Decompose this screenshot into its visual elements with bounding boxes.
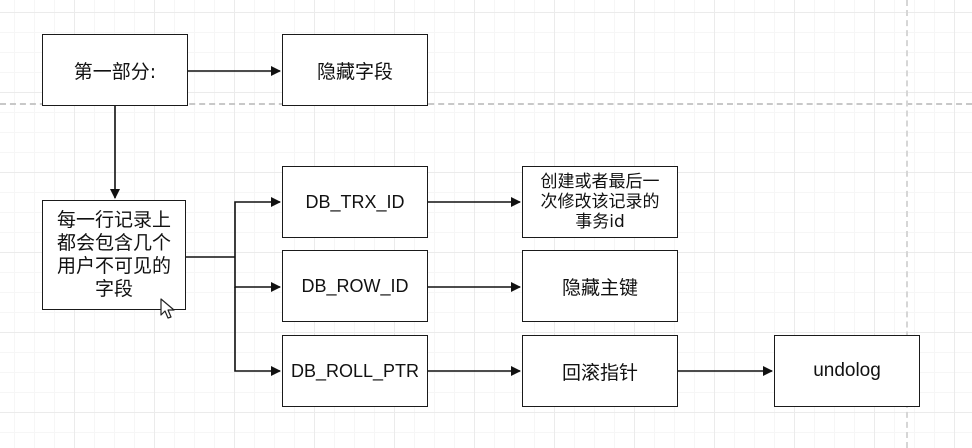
trx-description-line: 事务id — [575, 212, 625, 232]
node-rollback-pointer[interactable]: 回滚指针 — [522, 335, 678, 407]
node-db-trx-id-label: DB_TRX_ID — [305, 191, 405, 212]
node-undolog[interactable]: undolog — [774, 335, 920, 407]
mouse-pointer-icon — [160, 298, 175, 319]
node-part-one[interactable]: 第一部分: — [42, 34, 188, 106]
row-description-line: 用户不可见的 — [56, 255, 171, 277]
node-trx-description[interactable]: 创建或者最后一 次修改该记录的 事务id — [522, 166, 678, 238]
node-hidden-fields[interactable]: 隐藏字段 — [282, 34, 428, 106]
page-break-vertical — [906, 0, 908, 448]
node-row-description-text: 每一行记录上 都会包含几个 用户不可见的 字段 — [57, 209, 171, 301]
node-db-row-id[interactable]: DB_ROW_ID — [282, 250, 428, 322]
node-part-one-label: 第一部分: — [73, 60, 157, 83]
node-hidden-primary-key[interactable]: 隐藏主键 — [522, 250, 678, 322]
row-description-line: 每一行记录上 — [56, 209, 171, 231]
node-hidden-fields-label: 隐藏字段 — [316, 60, 393, 83]
node-db-trx-id[interactable]: DB_TRX_ID — [282, 166, 428, 238]
row-description-line: 字段 — [94, 278, 133, 300]
node-db-roll-ptr-label: DB_ROLL_PTR — [290, 360, 420, 381]
row-description-line: 都会包含几个 — [56, 232, 171, 254]
trx-description-line: 创建或者最后一 — [540, 172, 660, 192]
edge-row-desc-to-trx-id[interactable] — [234, 197, 281, 257]
node-hidden-primary-key-label: 隐藏主键 — [561, 276, 638, 299]
node-rollback-pointer-label: 回滚指针 — [561, 361, 638, 384]
node-db-roll-ptr[interactable]: DB_ROLL_PTR — [282, 335, 428, 407]
page-break-horizontal — [0, 103, 972, 105]
edge-row-desc-to-row-id[interactable] — [234, 257, 281, 292]
node-db-row-id-label: DB_ROW_ID — [301, 275, 409, 296]
trx-description-line: 次修改该记录的 — [540, 192, 660, 212]
node-row-description[interactable]: 每一行记录上 都会包含几个 用户不可见的 字段 — [42, 200, 186, 310]
edge-row-desc-to-roll-ptr[interactable] — [234, 287, 281, 376]
node-trx-description-text: 创建或者最后一 次修改该记录的 事务id — [541, 172, 660, 232]
node-undolog-label: undolog — [813, 360, 881, 381]
